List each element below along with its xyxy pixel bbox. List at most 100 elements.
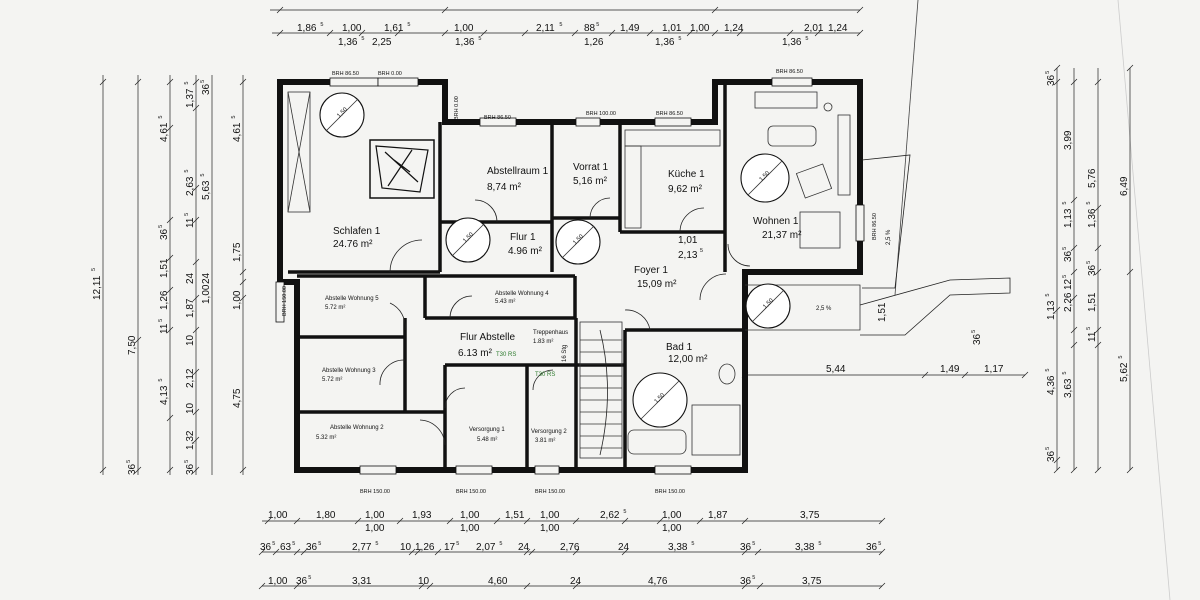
svg-text:3,31: 3,31 xyxy=(352,576,372,587)
svg-text:5: 5 xyxy=(596,22,599,28)
svg-text:1,36: 1,36 xyxy=(338,37,358,48)
room-area-abst4: 5.43 m² xyxy=(495,299,515,305)
svg-text:5: 5 xyxy=(231,116,237,119)
terrace-slope: 2,5 % xyxy=(816,306,832,312)
svg-text:1,51: 1,51 xyxy=(159,258,170,278)
dimension-label-terrace: 1,49 xyxy=(940,364,960,375)
dimension-label-bottom: 1,00 xyxy=(460,510,480,521)
room-name-wohnen: Wohnen 1 xyxy=(753,216,799,227)
svg-text:11: 11 xyxy=(185,217,196,228)
svg-text:1,00: 1,00 xyxy=(342,23,362,34)
brh-label: BRH 86.50 xyxy=(656,111,683,117)
dimension-label-bottom: 10 xyxy=(400,542,412,553)
svg-text:5: 5 xyxy=(320,22,323,28)
svg-text:36: 36 xyxy=(296,576,308,587)
left-dimension-lines xyxy=(99,75,247,475)
svg-text:5,44: 5,44 xyxy=(826,364,846,375)
turning-circle-flur: 1,50 xyxy=(445,217,491,263)
svg-text:5: 5 xyxy=(805,36,808,42)
paper-edge-line xyxy=(1117,0,1171,600)
svg-text:36: 36 xyxy=(740,576,752,587)
brh-label: BRH 150.00 xyxy=(535,489,565,495)
svg-text:5: 5 xyxy=(623,509,626,515)
svg-text:1,93: 1,93 xyxy=(412,510,432,521)
dimension-label-right: 365 xyxy=(1062,247,1074,262)
terrace-outline xyxy=(745,284,861,331)
room-name-flur-abstelle: Flur Abstelle xyxy=(460,332,515,343)
svg-text:1,51: 1,51 xyxy=(505,510,525,521)
room-labels: Schlafen 1 24.76 m² Abstellraum 1 8,74 m… xyxy=(316,162,892,444)
svg-text:36: 36 xyxy=(1046,74,1057,86)
dimension-label-bottom: 1,87 xyxy=(708,510,728,521)
svg-text:1,00: 1,00 xyxy=(232,290,243,310)
svg-text:5: 5 xyxy=(752,575,755,581)
dimension-label-left: 1,00 xyxy=(232,290,243,310)
svg-text:1,00: 1,00 xyxy=(540,523,560,534)
dimension-label-right: 4,365 xyxy=(1045,369,1057,395)
brh-label: BRH 150.00 xyxy=(655,489,685,495)
svg-text:5: 5 xyxy=(407,22,410,28)
svg-text:5: 5 xyxy=(1062,372,1068,375)
room-area-abst5: 5.72 m² xyxy=(325,305,345,311)
svg-text:1,26: 1,26 xyxy=(584,37,604,48)
svg-text:4,61: 4,61 xyxy=(232,122,243,142)
room-area-bad: 12,00 m² xyxy=(668,354,708,365)
svg-text:5: 5 xyxy=(456,541,459,547)
brh-label: BRH 100.00 xyxy=(586,111,616,117)
svg-text:5: 5 xyxy=(1118,356,1124,359)
turning-circles: 1,50 1,50 1,50 1,50 1,50 1,50 xyxy=(319,92,791,428)
dimension-label-left: 365 xyxy=(200,80,212,95)
dimension-label-left: 365 xyxy=(184,460,196,475)
dimension-label-left: 5,635 xyxy=(200,174,212,200)
room-area-wohnen: 21,37 m² xyxy=(762,230,802,241)
svg-text:2,01: 2,01 xyxy=(804,23,824,34)
room-name-flur: Flur 1 xyxy=(510,232,536,243)
dimension-label-left: 7,50 xyxy=(127,335,138,355)
brh-label: BRH 150.00 xyxy=(360,489,390,495)
svg-text:1,36: 1,36 xyxy=(455,37,475,48)
dimension-label-left: 365 xyxy=(126,460,138,475)
dimension-label-bottom: 3,31 xyxy=(352,576,372,587)
room-area-treppenhaus: 1.83 m² xyxy=(533,339,553,345)
svg-text:36: 36 xyxy=(972,333,983,345)
dimension-label-bottom: 24 xyxy=(618,542,630,553)
dimension-label-bottom: 4,76 xyxy=(648,576,668,587)
svg-text:4,36: 4,36 xyxy=(1046,375,1057,395)
svg-text:1,26: 1,26 xyxy=(159,290,170,310)
svg-text:7,50: 7,50 xyxy=(127,335,138,355)
room-name-kueche: Küche 1 xyxy=(668,169,705,180)
room-area-vorrat: 5,16 m² xyxy=(573,176,608,187)
brh-label: BRH 86.50 xyxy=(776,69,803,75)
svg-text:5: 5 xyxy=(971,330,977,333)
boundary-line xyxy=(894,0,919,296)
svg-text:5: 5 xyxy=(752,541,755,547)
svg-text:5: 5 xyxy=(499,541,502,547)
svg-text:24: 24 xyxy=(518,542,530,553)
svg-text:1,24: 1,24 xyxy=(828,23,848,34)
svg-text:12,11: 12,11 xyxy=(92,275,103,300)
dimension-label-bottom: 3,75 xyxy=(802,576,822,587)
svg-text:1,00: 1,00 xyxy=(540,510,560,521)
svg-text:3,75: 3,75 xyxy=(802,576,822,587)
dimension-label-left: 12,115 xyxy=(91,268,103,300)
svg-text:10: 10 xyxy=(185,334,196,346)
svg-text:3,38: 3,38 xyxy=(668,542,688,553)
dimension-label-left: 1,87 xyxy=(185,298,196,318)
svg-text:5: 5 xyxy=(126,460,132,463)
svg-text:36: 36 xyxy=(201,83,212,95)
svg-text:5,76: 5,76 xyxy=(1087,168,1098,188)
svg-text:1,37: 1,37 xyxy=(185,88,196,108)
fire-door-label-2: T30 RS xyxy=(535,372,555,378)
dimension-label-right: 115 xyxy=(1086,327,1098,342)
